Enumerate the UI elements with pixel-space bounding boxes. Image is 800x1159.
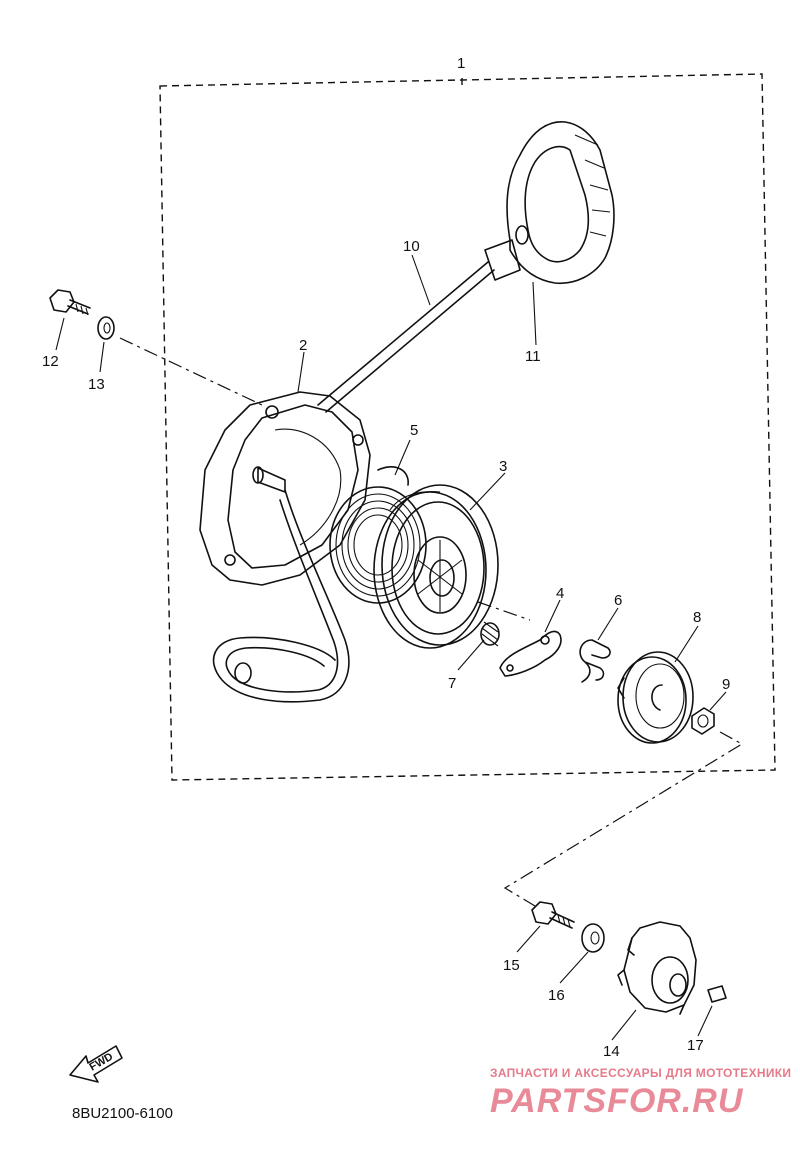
- part-2-starter-case: [199, 391, 371, 703]
- part-14-starter-pulley: [617, 921, 697, 1015]
- callout-15: 15: [503, 957, 520, 974]
- callout-14: 14: [603, 1043, 620, 1060]
- callout-6: 6: [614, 592, 622, 609]
- part-12-bolt: [49, 289, 91, 316]
- fwd-arrow-icon: FWD: [69, 1045, 123, 1083]
- assembly-boundary: [159, 73, 776, 781]
- watermark-site: PARTSFOR.RU: [490, 1082, 744, 1120]
- callout-12: 12: [42, 353, 59, 370]
- callout-13: 13: [88, 376, 105, 393]
- callout-17: 17: [687, 1037, 704, 1054]
- part-3-pulley: [373, 484, 499, 649]
- part-11-starter-handle: [484, 121, 615, 284]
- callout-3: 3: [499, 458, 507, 475]
- callout-2: 2: [299, 337, 307, 354]
- callout-7: 7: [448, 675, 456, 692]
- watermark-tagline: ЗАПЧАСТИ И АКСЕССУАРЫ ДЛЯ МОТОТЕХНИКИ: [490, 1066, 791, 1080]
- callout-16: 16: [548, 987, 565, 1004]
- leader-lines: [55, 254, 727, 1041]
- part-16-washer: [581, 923, 605, 953]
- part-5-spiral-spring: [329, 466, 427, 604]
- part-8-drive-plate: [617, 651, 694, 744]
- callout-1: 1: [457, 55, 465, 72]
- part-9-bolt: [691, 707, 715, 735]
- callout-labels: 1 2 3 4 5 6 7 8 9 10 11 12 13 14 15 16 1…: [42, 55, 730, 1060]
- callout-4: 4: [556, 585, 564, 602]
- part-6-clip: [579, 639, 611, 683]
- part-17-key: [707, 985, 727, 1003]
- callout-9: 9: [722, 676, 730, 693]
- part-13-washer: [97, 316, 115, 340]
- callout-11: 11: [525, 348, 541, 365]
- part-10-starter-rope: [317, 261, 495, 413]
- part-7-spring: [480, 621, 500, 647]
- part-4-pawl: [499, 630, 562, 677]
- assembly-guide-lines: [119, 337, 744, 907]
- callout-10: 10: [403, 238, 420, 255]
- part-15-bolt: [531, 901, 575, 929]
- callout-8: 8: [693, 609, 701, 626]
- watermark: ЗАПЧАСТИ И АКСЕССУАРЫ ДЛЯ МОТОТЕХНИКИ PA…: [490, 1066, 791, 1120]
- drawing-code: 8BU2100-6100: [72, 1105, 173, 1122]
- callout-5: 5: [410, 422, 418, 439]
